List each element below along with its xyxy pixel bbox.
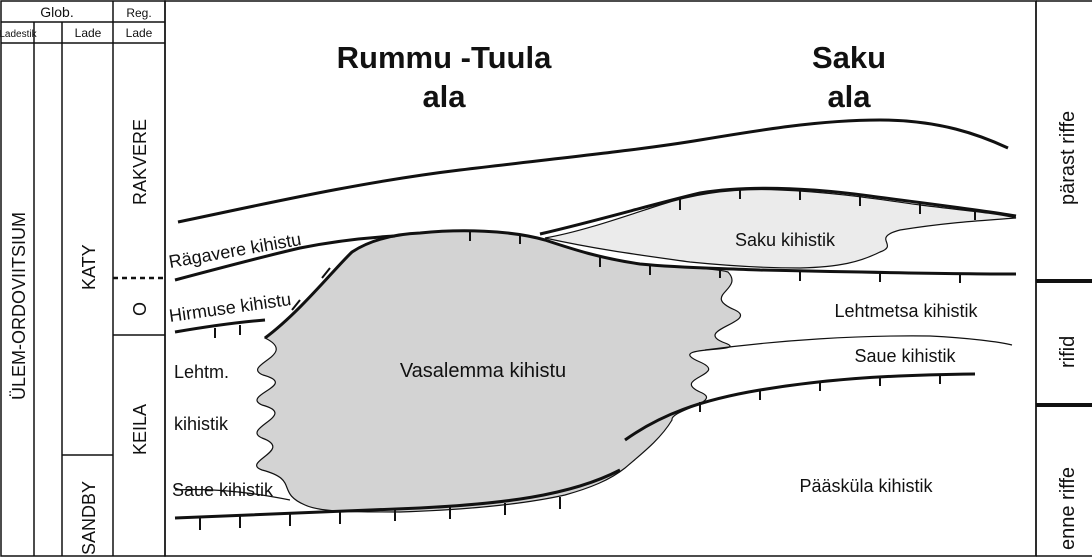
stage-o: O bbox=[130, 302, 150, 316]
east-area-title-line2: ala bbox=[827, 79, 871, 114]
phase-before-reef: enne riffe bbox=[1057, 467, 1079, 550]
label-saku: Saku kihistik bbox=[735, 230, 836, 250]
east-area-title-line1: Saku bbox=[812, 40, 886, 75]
header-glob: Glob. bbox=[40, 4, 73, 20]
label-vasalemma: Vasalemma kihistu bbox=[400, 360, 566, 382]
header-lade-glob: Lade bbox=[75, 26, 102, 40]
label-lehtm-west-2: kihistik bbox=[174, 414, 229, 434]
stage-rakvere: RAKVERE bbox=[130, 119, 150, 205]
label-lehtm-west-1: Lehtm. bbox=[174, 362, 229, 382]
west-area-title-line2: ala bbox=[422, 79, 466, 114]
label-saue-east: Saue kihistik bbox=[854, 346, 956, 366]
header-lade-reg: Lade bbox=[126, 26, 153, 40]
label-paaskula: Pääsküla kihistik bbox=[799, 476, 933, 496]
header-ladestik: Ladestik bbox=[0, 29, 38, 40]
header-reg: Reg. bbox=[126, 6, 151, 20]
west-area-title-line1: Rummu -Tuula bbox=[337, 40, 552, 75]
series-label: ÜLEM-ORDOVIITSIUM bbox=[9, 212, 29, 400]
label-saue-west: Saue kihistik bbox=[172, 480, 274, 500]
stage-katy: KATY bbox=[79, 244, 99, 290]
stage-sandby: SANDBY bbox=[79, 481, 99, 555]
phase-reef: rifid bbox=[1057, 336, 1079, 368]
saku-lens-body bbox=[545, 190, 1016, 268]
stage-keila: KEILA bbox=[130, 404, 150, 455]
phase-after-reef: pärast riffe bbox=[1057, 111, 1079, 205]
label-hirmuse: Hirmuse kihistu bbox=[168, 289, 293, 326]
label-lehtmetsa: Lehtmetsa kihistik bbox=[834, 301, 978, 321]
